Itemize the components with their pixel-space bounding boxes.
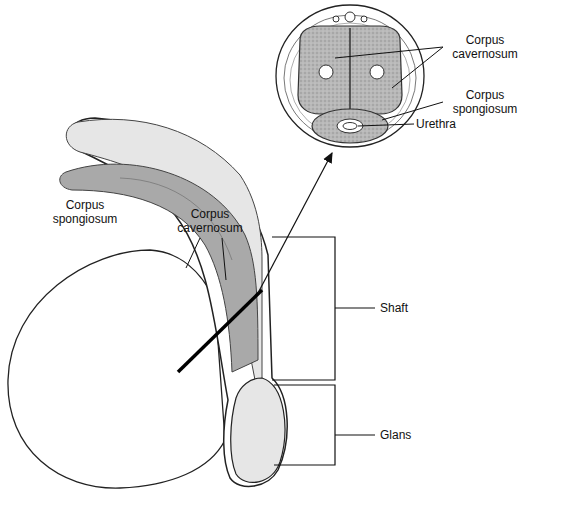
part-label: Corpus spongiosum (45, 198, 125, 226)
part-label: Shaft (380, 301, 440, 315)
part-label: Urethra (416, 117, 486, 131)
section-arrow (258, 153, 332, 293)
cross-section (276, 5, 424, 147)
region-brackets (272, 237, 375, 465)
glans-shape (231, 378, 285, 482)
part-label: Glans (380, 428, 440, 442)
cavernosum-band (60, 164, 258, 372)
section-cut-line (178, 290, 262, 372)
leader-lines (186, 47, 443, 280)
part-label: Corpus cavernosum (170, 207, 250, 235)
part-label: Corpus spongiosum (445, 88, 525, 116)
part-label: Corpus cavernosum (445, 33, 525, 61)
scrotum-outline (8, 250, 225, 488)
